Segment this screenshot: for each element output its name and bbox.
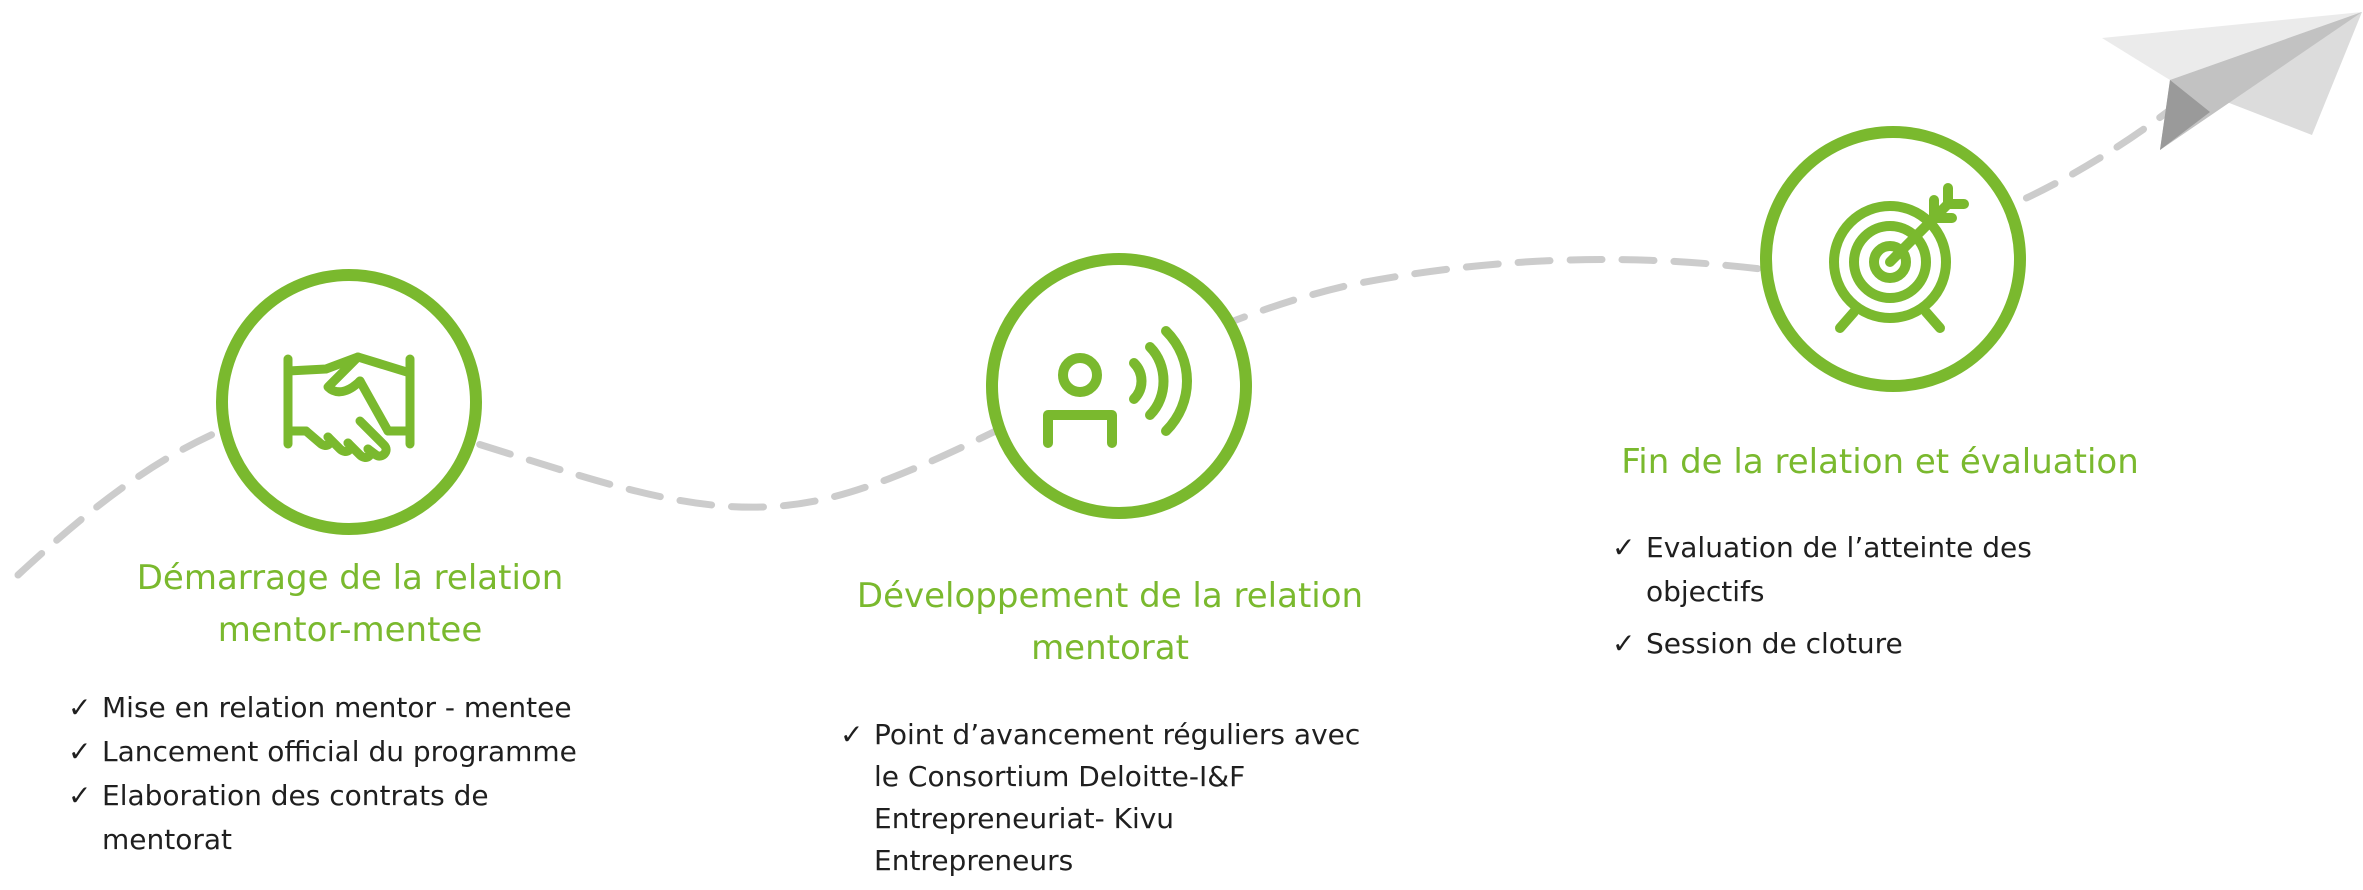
- check-icon: ✓: [68, 735, 92, 768]
- checklist-item: ✓ Session de cloture: [1610, 622, 2170, 666]
- check-icon: ✓: [68, 691, 92, 724]
- checklist-item: ✓ Lancement official du programme: [66, 730, 626, 774]
- check-icon: ✓: [1612, 531, 1636, 564]
- check-icon: ✓: [840, 718, 864, 751]
- stage-2-icon-circle: [986, 253, 1252, 519]
- check-icon: ✓: [1612, 627, 1636, 660]
- paper-plane-icon: [2102, 12, 2362, 150]
- target-icon: [1829, 183, 1969, 333]
- handshake-icon: [283, 352, 415, 462]
- stage-3-icon-circle: [1760, 126, 2026, 392]
- check-icon: ✓: [68, 779, 92, 812]
- stage-1-icon-circle: [216, 269, 482, 535]
- stage-1-checklist: ✓ Mise en relation mentor - mentee ✓ Lan…: [66, 686, 626, 870]
- stage-3-title: Fin de la relation et évaluation: [1621, 442, 2139, 482]
- checklist-item: ✓ Mise en relation mentor - mentee: [66, 686, 626, 730]
- person-broadcast-icon: [1043, 326, 1192, 448]
